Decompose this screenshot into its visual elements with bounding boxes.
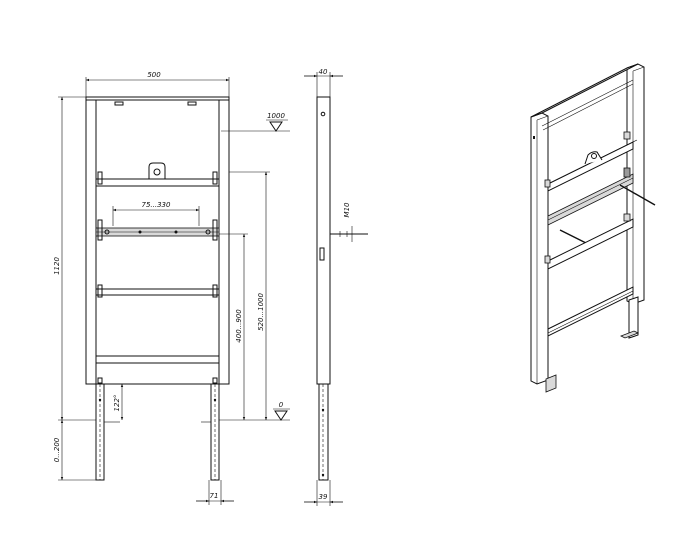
iso-crossbar-bottom (547, 286, 634, 337)
dim-foot-width: 71 (210, 492, 219, 500)
level-top-marker-icon (269, 121, 283, 132)
frame-outer (85, 96, 230, 385)
level-zero-marker-icon (274, 410, 288, 421)
dim-width-top: 500 (147, 71, 161, 79)
dim-crossbar-range: 75...330 (142, 201, 171, 209)
dim-depth-top: 40 (319, 68, 328, 76)
crossbar-middle (95, 219, 248, 241)
dim-leg-range: 0...200 (53, 437, 61, 462)
iso-crossbar-middle (547, 173, 634, 226)
dim-bolt: M10 (343, 202, 351, 217)
iso-top-bar (530, 63, 639, 118)
iso-left-upright (530, 112, 549, 385)
dim-height-range-outer: 520...1000 (257, 293, 265, 331)
dim-angle: 122° (113, 395, 121, 412)
level-top-label: 1000 (267, 112, 285, 120)
dim-height-range-inner: 400...900 (235, 309, 243, 343)
side-view: M10 40 39 (304, 68, 368, 506)
crossbar-lower (95, 284, 220, 298)
front-view: 500 1120 0...200 75...330 520...1000 400… (53, 71, 290, 505)
level-zero-label: 0 (279, 401, 284, 409)
isometric-view (530, 63, 656, 393)
legs (95, 383, 220, 481)
iso-crossbar-lower (547, 218, 634, 270)
dim-foot-depth: 39 (319, 493, 328, 501)
crossbar-upper (95, 162, 270, 187)
dim-height-total: 1120 (53, 257, 61, 275)
